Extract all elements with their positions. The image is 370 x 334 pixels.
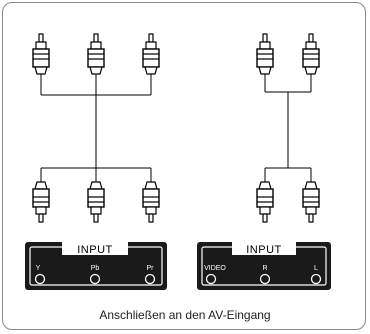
composite-wires (264, 74, 312, 182)
top-plug-l (302, 33, 320, 75)
port-label-l: L (314, 265, 318, 272)
component-cable-group (32, 33, 160, 223)
top-wires (40, 74, 152, 182)
composite-cable-group (256, 33, 320, 223)
port-label-pr: Pr (147, 265, 155, 272)
top-plug-pr (142, 33, 160, 75)
bottom-plug-pb (87, 181, 105, 223)
input-panel-composite: INPUT VIDEO R L (197, 242, 331, 290)
port-l: L (310, 265, 322, 285)
port-label-r: R (262, 265, 267, 272)
input-panel-component: INPUT Y Pb Pr (25, 242, 167, 290)
port-pr: Pr (144, 265, 156, 285)
port-label-pb: Pb (91, 265, 100, 272)
bottom-plug-l (302, 181, 320, 223)
diagram-caption: Anschließen an den AV-Eingang (99, 308, 271, 322)
port-label-video: VIDEO (204, 265, 226, 272)
top-plug-pb (87, 33, 105, 75)
port-label-y: Y (36, 265, 41, 272)
panel-title-component: INPUT (77, 244, 113, 256)
port-pb: Pb (89, 265, 101, 285)
bottom-plug-pr (142, 181, 160, 223)
panel-title-composite: INPUT (246, 244, 282, 256)
port-r: R (259, 265, 271, 285)
port-y: Y (34, 265, 46, 285)
top-plug-y (32, 33, 50, 75)
top-plug-r (256, 33, 274, 75)
port-video: VIDEO (204, 265, 226, 285)
bottom-plug-y (32, 181, 50, 223)
bottom-plug-r (256, 181, 274, 223)
